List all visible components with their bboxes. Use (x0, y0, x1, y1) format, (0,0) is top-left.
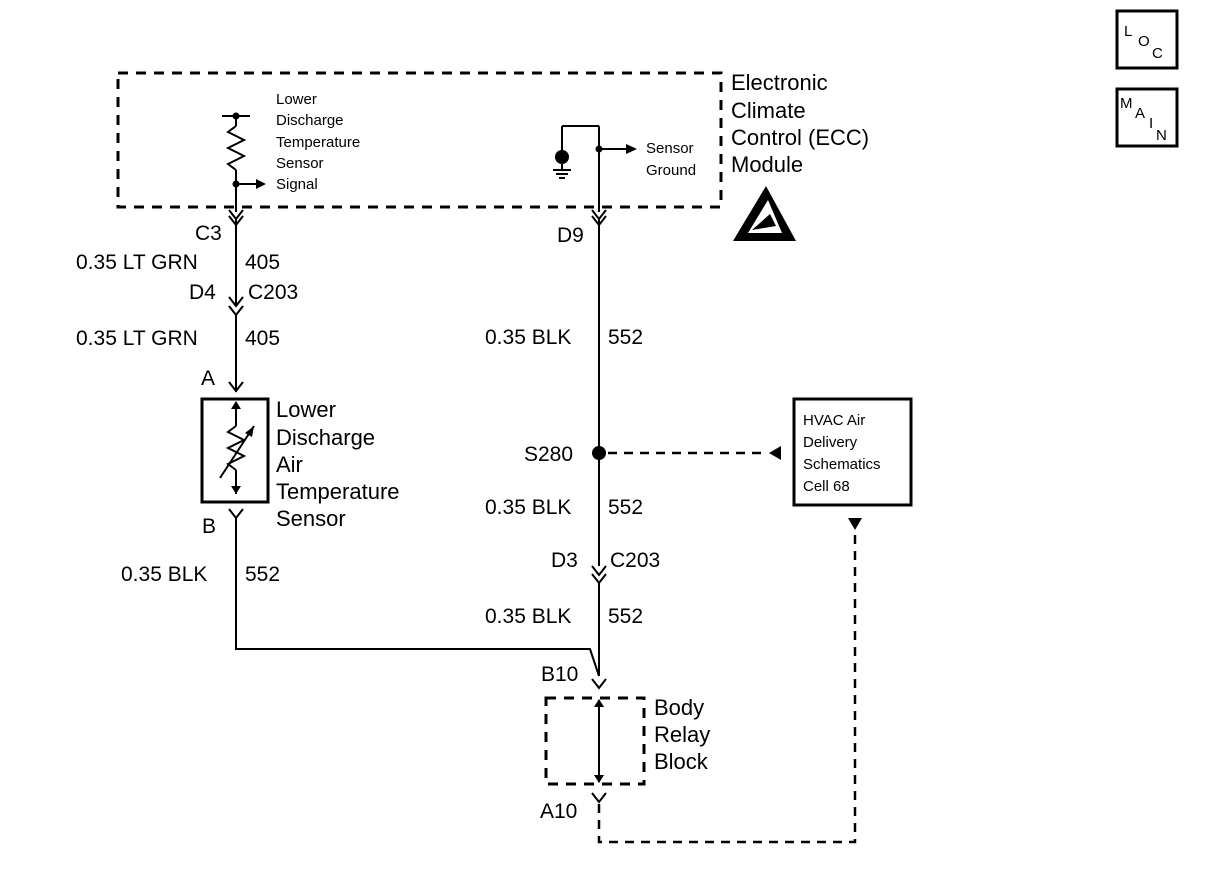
wire-405-lower-circuit: 405 (245, 327, 280, 350)
svg-text:Temperature: Temperature (276, 134, 360, 151)
svg-text:Module: Module (731, 152, 803, 177)
temperature-sensor-body (200, 397, 270, 504)
wire-552-left (235, 518, 600, 677)
reference-up-arrow-icon (848, 518, 862, 530)
connector-c203-right-label: C203 (610, 549, 660, 572)
loc-button[interactable]: L O C (1115, 9, 1179, 70)
wire-552-left-gauge: 0.35 BLK (121, 563, 207, 586)
reference-line-3: Schematics (803, 456, 881, 473)
reference-line-1: HVAC Air (803, 412, 865, 429)
connector-c203-left-label: C203 (248, 281, 298, 304)
hvac-schematic-reference[interactable]: HVAC Air Delivery Schematics Cell 68 (792, 397, 913, 507)
svg-text:Signal: Signal (276, 176, 318, 193)
svg-text:Control (ECC): Control (ECC) (731, 125, 869, 150)
reference-line-2: Delivery (803, 434, 858, 451)
terminal-a-icon (228, 381, 244, 393)
ecc-internal-resistor-icon (222, 112, 266, 212)
loc-letter-o: O (1138, 33, 1150, 50)
ecc-ground-icon (553, 125, 637, 212)
svg-text:Air: Air (276, 452, 303, 477)
svg-text:Climate: Climate (731, 98, 806, 123)
wire-405-upper-gauge: 0.35 LT GRN (76, 251, 198, 274)
svg-text:Relay: Relay (654, 722, 710, 747)
svg-text:Lower: Lower (276, 397, 336, 422)
wire-552-lower-gauge: 0.35 BLK (485, 605, 571, 628)
main-letter-n: N (1156, 127, 1167, 144)
reference-line-4: Cell 68 (803, 478, 850, 495)
wire-405-upper-circuit: 405 (245, 251, 280, 274)
wire-552-upper-circuit: 552 (608, 326, 643, 349)
ecc-internal-sensor-label: Lower Discharge Temperature Sensor Signa… (276, 91, 360, 193)
body-relay-block-label: Body Relay Block (654, 695, 710, 774)
wire-552-left-circuit: 552 (245, 563, 280, 586)
pin-d9-label: D9 (557, 224, 584, 247)
pin-b10-label: B10 (541, 663, 578, 686)
loc-letter-c: C (1152, 45, 1163, 62)
svg-text:Sensor: Sensor (276, 155, 324, 172)
pin-d3-label: D3 (551, 549, 578, 572)
svg-text:Body: Body (654, 695, 704, 720)
main-letter-a: A (1135, 105, 1145, 122)
terminal-b-icon (228, 508, 244, 520)
body-relay-block-boundary (544, 696, 646, 786)
connector-a10-icon (591, 792, 607, 804)
pin-c3-label: C3 (195, 222, 222, 245)
ecc-module-boundary (116, 71, 723, 209)
main-letter-m: M (1120, 95, 1133, 112)
pin-a10-label: A10 (540, 800, 577, 823)
svg-text:Block: Block (654, 749, 709, 774)
svg-text:Temperature: Temperature (276, 479, 400, 504)
svg-text:Sensor: Sensor (646, 140, 694, 157)
svg-text:Sensor: Sensor (276, 506, 346, 531)
sensor-ground-label: Sensor Ground (646, 140, 696, 179)
esd-warning-icon (733, 186, 796, 241)
splice-s280-label: S280 (524, 443, 573, 466)
wire-552-middle-gauge: 0.35 BLK (485, 496, 571, 519)
svg-text:Lower: Lower (276, 91, 317, 108)
connector-d3-icon (591, 565, 607, 585)
relay-block-bus-icon (594, 699, 604, 783)
ecc-module-label: Electronic Climate Control (ECC) Module (731, 70, 869, 177)
pin-d4-label: D4 (189, 281, 216, 304)
wire-552-upper-gauge: 0.35 BLK (485, 326, 571, 349)
main-letter-i: I (1149, 115, 1153, 132)
svg-text:Ground: Ground (646, 162, 696, 179)
main-button[interactable]: M A I N (1115, 87, 1179, 148)
a10-reference-link (597, 530, 857, 844)
terminal-a-label: A (201, 367, 215, 390)
reference-arrow-icon (769, 446, 781, 460)
loc-letter-l: L (1124, 23, 1132, 40)
terminal-b-label: B (202, 515, 216, 538)
wire-552-middle-circuit: 552 (608, 496, 643, 519)
wire-405-lower-gauge: 0.35 LT GRN (76, 327, 198, 350)
svg-text:Electronic: Electronic (731, 70, 828, 95)
svg-text:Discharge: Discharge (276, 112, 344, 129)
splice-s280-icon (592, 446, 606, 460)
connector-b10-icon (591, 678, 607, 690)
thermistor-icon (219, 401, 255, 494)
temperature-sensor-label: Lower Discharge Air Temperature Sensor (276, 397, 400, 531)
svg-text:Discharge: Discharge (276, 425, 375, 450)
wire-552-lower-circuit: 552 (608, 605, 643, 628)
